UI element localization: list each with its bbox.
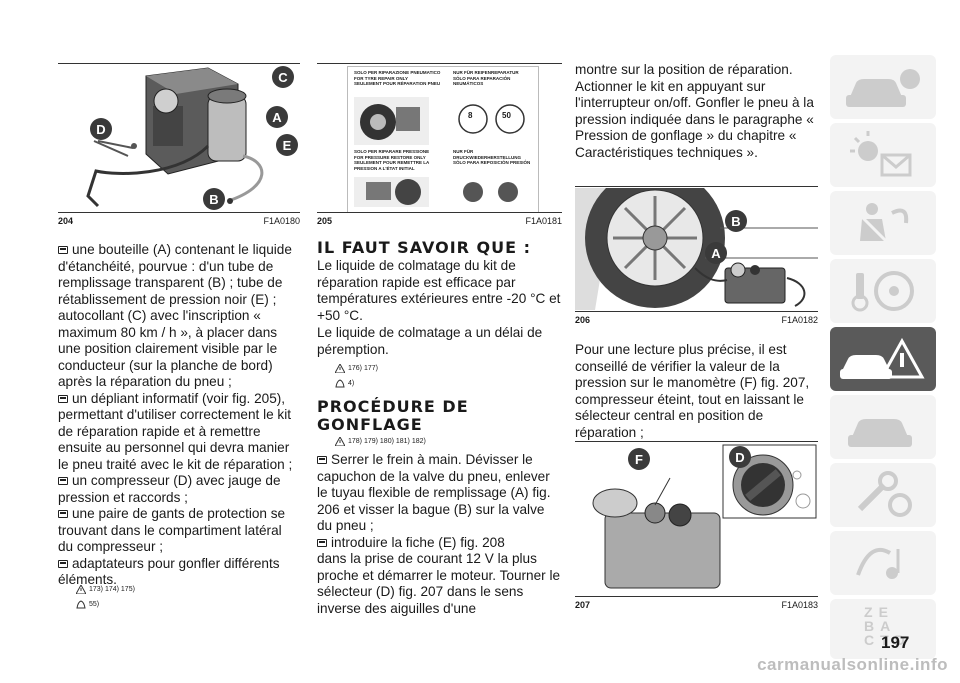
warning-triangle-icon: [335, 437, 345, 446]
figure-number: 207: [575, 600, 591, 610]
figure-rule: [575, 186, 818, 187]
paragraph: Le liquide de colmatage du kit de répara…: [317, 258, 561, 323]
sidebar-tab-car-info[interactable]: [830, 55, 936, 119]
wrench-tools-icon: [857, 471, 912, 517]
figure-rule: [575, 596, 818, 597]
alphabet-index-icon: ZE BA CTD: [864, 604, 911, 648]
key-steering-wheel-icon: [851, 271, 914, 312]
heading-il-faut-savoir: IL FAUT SAVOIR QUE :: [317, 238, 532, 257]
sidebar-tab-multimedia[interactable]: [830, 531, 936, 595]
sidebar-tab-technical[interactable]: [830, 463, 936, 527]
wheel-illustration: [575, 168, 818, 310]
warning-refs: 178) 179) 180) 181) 182): [335, 437, 426, 446]
figure-code: F1A0180: [263, 216, 300, 226]
warning-refs: 176) 177): [335, 364, 378, 373]
figure-206-wheel-compressor: B A: [575, 168, 818, 310]
caution-refs: 4): [335, 379, 354, 388]
top-rule: [58, 63, 300, 64]
bullet-item: Serrer le frein à main. Dévisser le capu…: [317, 452, 551, 533]
compressor-selector-illustration: [592, 444, 817, 589]
figure-205-caption: 205 F1A0181: [317, 216, 562, 226]
paragraph: Le liquide de colmatage a un délai de pé…: [317, 325, 543, 357]
car-info-icon: [846, 69, 920, 107]
bullet-item: un dépliant informatif (voir fig. 205), …: [58, 390, 293, 472]
figure-number: 205: [317, 216, 333, 226]
col2-steps: Serrer le frein à main. Dévisser le capu…: [317, 452, 562, 617]
sidebar-tab-safety[interactable]: [830, 191, 936, 255]
checkbox-bullet-icon: [58, 394, 68, 403]
hand-caution-icon: [335, 379, 345, 388]
figure-204-compressor-kit: C A D E B: [58, 66, 300, 211]
dial-value-1: 8: [468, 111, 473, 120]
sidebar-tab-driving[interactable]: [830, 259, 936, 323]
figure-205-info-sticker: SOLO PER RIPARAZIONE PNEUMATICO FOR TYRE…: [347, 66, 539, 213]
checkbox-bullet-icon: [58, 477, 68, 485]
bullet-item: un compresseur (D) avec jauge de pressio…: [58, 473, 281, 505]
figure-rule: [317, 212, 562, 213]
sidebar-tab-emergency[interactable]: [830, 327, 936, 391]
figure-207-compressor-selector: F D: [575, 443, 818, 595]
col1-text: une bouteille (A) contenant le liquide d…: [58, 242, 300, 589]
label-d: D: [729, 446, 751, 468]
label-f: F: [628, 448, 650, 470]
label-e: E: [276, 134, 298, 156]
figure-code: F1A0183: [781, 600, 818, 610]
car-warning-triangle-icon: [840, 337, 925, 379]
top-rule: [317, 63, 562, 64]
figure-code: F1A0182: [781, 315, 818, 325]
sidebar-tab-index[interactable]: ZE BA CTD: [830, 599, 936, 659]
checkbox-bullet-icon: [58, 559, 68, 568]
compressor-kit-illustration: [86, 67, 264, 208]
bullet-item: adaptateurs pour gonfler différents élém…: [58, 555, 280, 587]
sticker-illustration: [354, 97, 525, 207]
sticker-text-right-top: NUR FÜR REIFENREPARATUR SÓLO PARA REPARA…: [453, 70, 519, 86]
sticker-text-right-bottom: NUR FÜR DRUCKWIEDERHERSTELLUNG SÓLO PARA…: [453, 149, 531, 165]
figure-rule: [575, 441, 818, 442]
hand-caution-icon: [76, 600, 86, 609]
figure-number: 204: [58, 216, 74, 226]
checkbox-bullet-icon: [58, 246, 68, 254]
multimedia-music-icon: [856, 547, 900, 579]
label-b: B: [725, 210, 747, 232]
heading-procedure-de-gonflage: PROCÉDURE DE GONFLAGE: [317, 397, 469, 434]
bullet-item: une bouteille (A) contenant le liquide d…: [58, 242, 292, 389]
checkbox-bullet-icon: [317, 538, 327, 547]
light-message-icon: [850, 131, 912, 177]
sticker-text-left-bottom: SOLO PER RIPARARE PRESSIONE FOR PRESSURE…: [354, 149, 430, 171]
bullet-item: introduire la fiche (E) fig. 208: [317, 535, 562, 552]
bullet-item: une paire de gants de protection se trou…: [58, 506, 286, 554]
warning-triangle-icon: [335, 364, 345, 373]
checkbox-bullet-icon: [58, 510, 68, 518]
checkbox-bullet-icon: [317, 456, 327, 464]
paragraph: Pour une lecture plus précise, il est co…: [575, 342, 810, 440]
sticker-text-left-top: SOLO PER RIPARAZIONE PNEUMATICO FOR TYRE…: [354, 70, 441, 86]
figure-204-caption: 204 F1A0180: [58, 216, 300, 226]
paragraph: montre sur la position de réparation. Ac…: [575, 62, 814, 160]
label-d: D: [90, 118, 112, 140]
paragraph: dans la prise de courant 12 V la plus pr…: [317, 551, 561, 616]
figure-number: 206: [575, 315, 591, 325]
seatbelt-airbag-icon: [858, 203, 909, 243]
figure-206-caption: 206 F1A0182: [575, 315, 818, 325]
dial-value-2: 50: [502, 111, 511, 120]
figure-207-caption: 207 F1A0183: [575, 600, 818, 610]
sidebar-tab-lights[interactable]: [830, 123, 936, 187]
sidebar-tab-maintenance[interactable]: [830, 395, 936, 459]
figure-rule: [575, 311, 818, 312]
figure-rule: [58, 212, 300, 213]
warning-refs: 173) 174) 175): [76, 585, 135, 594]
figure-code: F1A0181: [525, 216, 562, 226]
car-maintenance-icon: [848, 419, 912, 447]
label-a: A: [705, 242, 727, 264]
warning-triangle-icon: [76, 585, 86, 594]
footer-watermark: carmanualsonline.info: [757, 655, 948, 674]
label-a: A: [266, 106, 288, 128]
label-b: B: [203, 188, 225, 210]
page-number: 197: [881, 633, 910, 652]
caution-refs: 55): [76, 600, 99, 609]
label-c: C: [272, 66, 294, 88]
